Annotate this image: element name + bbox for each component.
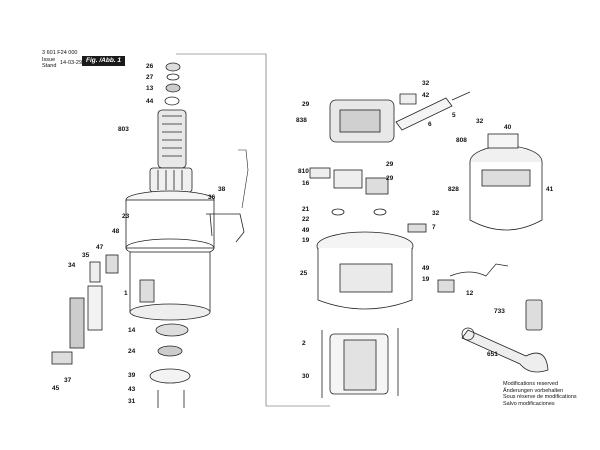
note-line: Modifications reserved — [503, 381, 559, 387]
part-label: 14 — [128, 327, 136, 334]
part-label: 13 — [146, 85, 154, 92]
part-label: 24 — [128, 348, 136, 355]
part-label: 12 — [466, 290, 474, 297]
part-label: 44 — [146, 98, 154, 105]
part-40-label — [487, 133, 519, 149]
part-803-armature — [157, 109, 187, 169]
part-label: 39 — [128, 372, 136, 379]
figure-label: Fig. /Abb. 1 — [82, 56, 125, 66]
part-label: 22 — [302, 216, 310, 223]
part-label: 651 — [487, 351, 498, 358]
part-label: 16 — [302, 180, 310, 187]
part-7-holder — [407, 223, 427, 233]
part-label: 31 — [128, 398, 136, 405]
part-12-wire — [449, 263, 509, 277]
part-label: 29 — [386, 161, 394, 168]
part-label: 38 — [218, 186, 226, 193]
part-6-tube — [395, 97, 453, 131]
issue-date: 14-03-29 — [60, 60, 83, 66]
part-21-ring — [331, 208, 345, 216]
part-16-plate — [333, 169, 363, 189]
part-label: 32 — [432, 210, 440, 217]
note-line: Änderungen vorbehalten — [503, 387, 564, 394]
note-line: Salvo modificaciones — [503, 400, 555, 407]
part-34-cover — [69, 297, 85, 349]
part-label: 23 — [122, 213, 130, 220]
part-label: 42 — [422, 92, 430, 99]
part-14-bearing — [155, 323, 189, 337]
part-label: 2 — [302, 340, 306, 347]
part-label: 40 — [504, 124, 512, 131]
part-label: 808 — [456, 137, 467, 144]
part-label: 21 — [302, 206, 310, 213]
part-label: 733 — [494, 308, 505, 315]
part-label: 19 — [422, 276, 430, 283]
part-label: 37 — [64, 377, 72, 384]
part-39-flange — [149, 368, 191, 384]
part-34-grille — [87, 285, 103, 331]
part-label: 32 — [476, 118, 484, 125]
assembly-boundary-line — [176, 53, 330, 407]
part-803-fan — [149, 167, 193, 193]
part-5-cable — [451, 91, 471, 101]
part-47-brush — [105, 254, 119, 274]
stand-label: Stand — [42, 63, 57, 69]
part-label: 29 — [302, 101, 310, 108]
part-42-clip — [399, 93, 417, 105]
part-label: 803 — [118, 126, 129, 133]
part-label: 29 — [386, 175, 394, 182]
part-37-clip — [51, 351, 73, 365]
part-label: 828 — [448, 186, 459, 193]
part-13-bearing — [165, 83, 181, 93]
part-label: 7 — [432, 224, 436, 231]
part-label: 49 — [302, 227, 310, 234]
part-label: 34 — [68, 262, 76, 269]
part-651-wrench — [461, 329, 549, 373]
part-label: 35 — [82, 252, 90, 259]
note-line: Sous réserve de modifications — [503, 394, 577, 400]
part-label: 48 — [112, 228, 120, 235]
part-44-ring — [164, 96, 180, 106]
part-label: 19 — [302, 237, 310, 244]
part-label: 25 — [300, 270, 308, 277]
part-26-nut — [165, 62, 181, 72]
part-label: 47 — [96, 244, 104, 251]
part-810-brush-holder — [309, 167, 331, 179]
part-36-wire — [238, 149, 249, 209]
part-label: 43 — [128, 386, 136, 393]
part-38-bracket — [206, 213, 245, 243]
part-35-spring — [89, 261, 101, 283]
part-label: 27 — [146, 74, 154, 81]
part-24-nut — [157, 345, 183, 357]
part-label: 810 — [298, 168, 309, 175]
issue-label: Issue — [42, 57, 56, 63]
modification-notes: Modifications reserved Änderungen vorbeh… — [503, 381, 577, 407]
part-label: 1 — [124, 290, 128, 297]
part-label: 30 — [302, 373, 310, 380]
part-27-washer — [166, 73, 180, 81]
part-733-collet — [525, 299, 543, 331]
part-label: 5 — [452, 112, 456, 119]
part-23-housing — [125, 199, 215, 249]
part-label: 36 — [208, 194, 216, 201]
part-label: 41 — [546, 186, 554, 193]
part-label: 838 — [296, 117, 307, 124]
part-label: 45 — [52, 385, 60, 392]
part-label: 6 — [428, 121, 432, 128]
document-code: 3 601 F24 000 — [42, 50, 78, 56]
part-label: 26 — [146, 63, 154, 70]
part-label: 49 — [422, 265, 430, 272]
part-label: 32 — [422, 80, 430, 87]
